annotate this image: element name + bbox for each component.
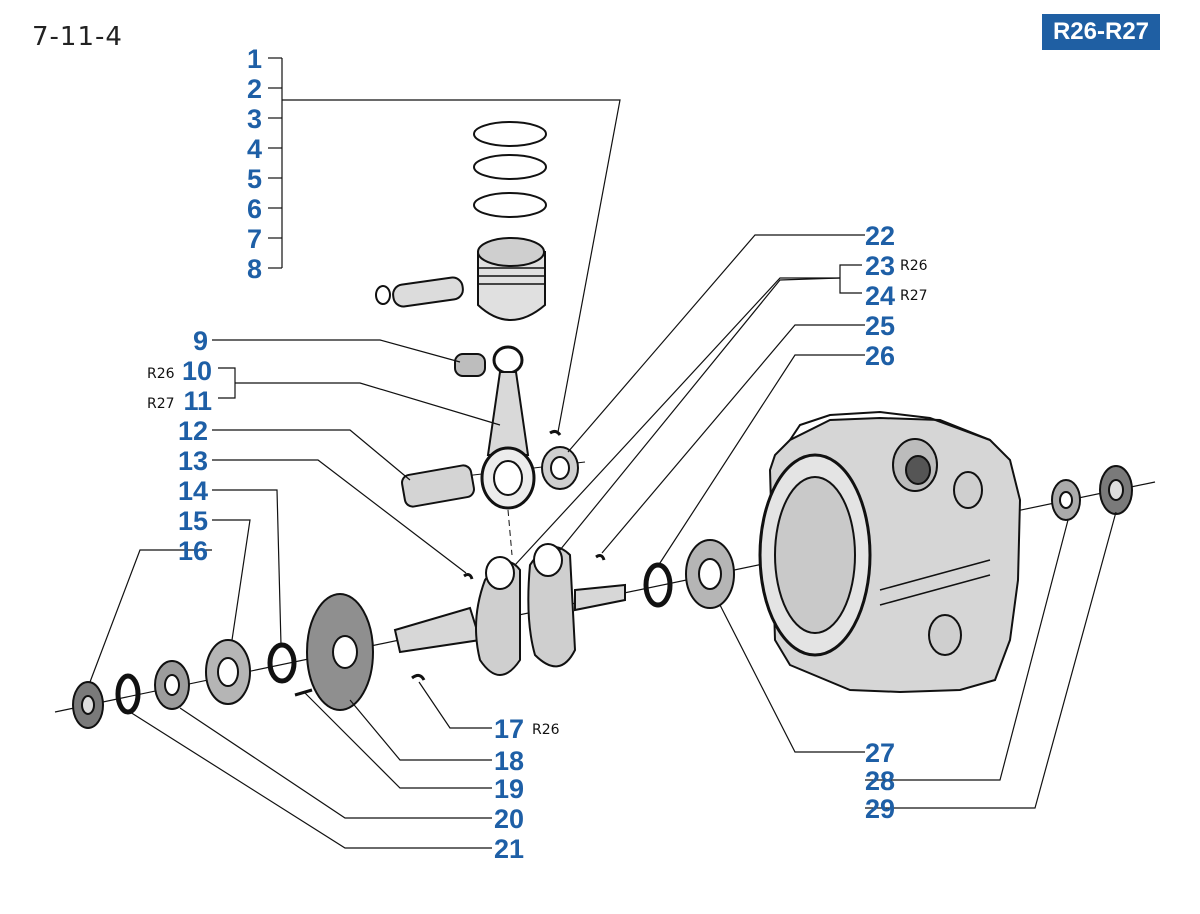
piston bbox=[477, 237, 546, 321]
callout-27: 27 bbox=[865, 738, 895, 768]
woodruff-key-25 bbox=[595, 554, 606, 561]
callout-21: 21 bbox=[494, 834, 524, 864]
page-code: 7-11-4 bbox=[32, 22, 123, 52]
piston-pin bbox=[375, 276, 464, 308]
lock-washer bbox=[115, 673, 141, 715]
callout-16: 16 bbox=[178, 536, 208, 566]
timing-gear bbox=[154, 660, 190, 710]
callout-4: 4 bbox=[247, 134, 262, 164]
callout-7: 7 bbox=[247, 224, 262, 254]
callout-23: 23 bbox=[865, 251, 895, 281]
callout-9: 9 bbox=[193, 326, 208, 356]
callout-15: 15 bbox=[178, 506, 208, 536]
callout-3: 3 bbox=[247, 104, 262, 134]
flywheel-flange bbox=[306, 593, 374, 711]
callout-18: 18 bbox=[494, 746, 524, 776]
callout-22: 22 bbox=[865, 221, 895, 251]
callout-5: 5 bbox=[247, 164, 262, 194]
callout-17: 17 bbox=[494, 714, 524, 744]
callout-25: 25 bbox=[865, 311, 895, 341]
callout-8: 8 bbox=[247, 254, 262, 284]
crank-nut bbox=[72, 681, 104, 729]
small-circlip bbox=[549, 429, 562, 436]
piston-rings bbox=[473, 121, 547, 218]
callout-10: 10 bbox=[182, 356, 212, 386]
woodruff-key-13 bbox=[463, 573, 474, 580]
needle-bearing bbox=[541, 446, 579, 490]
variant-label-11: R27 bbox=[147, 396, 175, 412]
rear-lock-washer bbox=[1051, 479, 1081, 521]
callout-12: 12 bbox=[178, 416, 208, 446]
small-end-bush bbox=[454, 353, 486, 377]
callout-29: 29 bbox=[865, 794, 895, 824]
callout-26: 26 bbox=[865, 341, 895, 371]
callout-2: 2 bbox=[247, 74, 262, 104]
rear-nut bbox=[1099, 465, 1133, 515]
main-bearing-front bbox=[205, 639, 251, 705]
callout-6: 6 bbox=[247, 194, 262, 224]
variant-label-17: R26 bbox=[532, 722, 560, 738]
callout-14: 14 bbox=[178, 476, 208, 506]
callout-1: 1 bbox=[247, 44, 262, 74]
crankpin bbox=[401, 464, 475, 508]
spacer-ring bbox=[267, 642, 297, 684]
callout-24: 24 bbox=[865, 281, 895, 311]
woodruff-key-17 bbox=[411, 673, 426, 681]
variant-label-23: R26 bbox=[900, 258, 928, 274]
crankcase bbox=[758, 410, 1022, 694]
variant-label-10: R26 bbox=[147, 366, 175, 382]
callout-20: 20 bbox=[494, 804, 524, 834]
model-badge: R26-R27 bbox=[1042, 14, 1160, 50]
screw bbox=[294, 688, 313, 697]
main-bearing-rear bbox=[685, 539, 735, 609]
connecting-rod bbox=[480, 345, 536, 556]
callout-28: 28 bbox=[865, 766, 895, 796]
leader-lines bbox=[89, 57, 1117, 849]
callout-13: 13 bbox=[178, 446, 208, 476]
crankshaft bbox=[393, 543, 626, 676]
variant-label-24: R27 bbox=[900, 288, 928, 304]
callout-19: 19 bbox=[494, 774, 524, 804]
callout-11: 11 bbox=[183, 386, 212, 416]
bearing-circlip bbox=[643, 562, 673, 608]
